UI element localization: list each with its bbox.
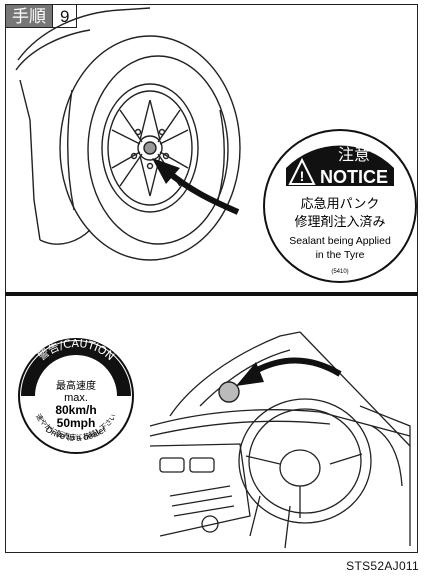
notice-sticker: ! 注意 NOTICE 応急用パンク 修理剤注入済み Sealant being… <box>262 128 418 284</box>
notice-heading-jp: 注意 <box>338 145 370 164</box>
figure-code: STS52AJ011 <box>346 559 419 573</box>
caution-jp-speed: 最高速度 <box>56 379 96 392</box>
notice-heading-en: NOTICE <box>320 167 388 187</box>
notice-line3: Sealant being Applied <box>289 235 391 247</box>
notice-line2: 修理剤注入済み <box>294 214 385 230</box>
caution-mph: 50mph <box>57 416 96 430</box>
warning-icon: ! <box>300 168 305 184</box>
caution-kmh: 80km/h <box>55 403 96 417</box>
notice-code: (5410) <box>331 269 348 275</box>
caution-sticker: 警告/CAUTION 最高速度 max. 80km/h 50mph 速やかに販売… <box>17 337 135 455</box>
notice-line1: 応急用パンク <box>301 197 380 212</box>
notice-line4: in the Tyre <box>316 249 365 261</box>
